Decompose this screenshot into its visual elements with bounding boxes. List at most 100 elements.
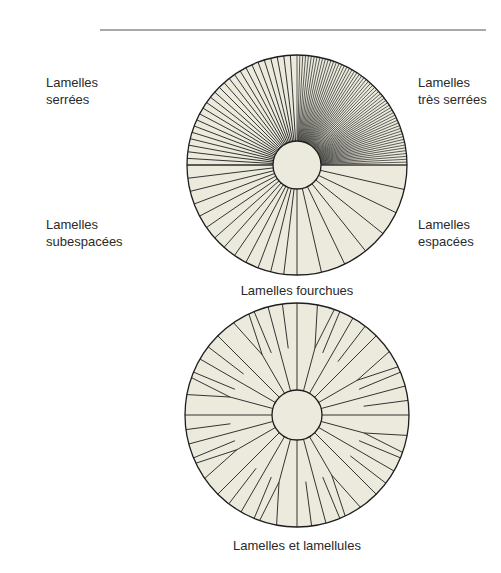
gill-line: [297, 55, 298, 141]
gill-line: [303, 439, 326, 523]
gill-line: [218, 336, 280, 398]
gill-line: [332, 475, 345, 516]
gill-line: [302, 188, 321, 272]
gill-line: [315, 305, 317, 348]
gill-line: [359, 441, 400, 458]
gill-line: [254, 312, 271, 353]
gill-line: [271, 188, 292, 272]
gill-line: [323, 477, 340, 518]
gill-line: [262, 355, 284, 393]
gill-line: [279, 439, 291, 482]
gill-line: [229, 78, 282, 146]
gill-line: [350, 456, 386, 483]
gill-line: [322, 415, 409, 416]
gill-line: [316, 100, 386, 151]
gill-type-label: Lamelles serrées: [46, 74, 128, 108]
forked-gill-cap: [185, 303, 409, 527]
gill-line: [189, 145, 274, 161]
gill-line: [320, 131, 402, 158]
gill-line: [246, 68, 286, 144]
gill-line: [290, 55, 295, 141]
gill-line: [254, 477, 271, 518]
gill-line: [321, 159, 407, 164]
gill-line: [321, 165, 407, 166]
gill-line: [258, 62, 288, 142]
cap-outline: [185, 303, 409, 527]
gill-line: [321, 156, 407, 163]
gill-line: [321, 148, 406, 161]
gill-line: [208, 347, 244, 374]
gill-line: [323, 312, 340, 353]
gill-line: [357, 352, 389, 381]
gill-line: [189, 421, 273, 444]
gill-line: [277, 482, 279, 525]
gill-line: [306, 63, 339, 142]
gill-line: [319, 428, 394, 472]
gill-line: [317, 108, 390, 153]
gill-line: [332, 475, 361, 507]
gill-type-label: Lamelles fourchues: [167, 282, 427, 299]
gill-line: [308, 67, 347, 144]
gill-line: [319, 380, 357, 402]
gill-line: [310, 437, 332, 475]
gill-line: [277, 57, 293, 142]
gill-line: [338, 326, 365, 362]
gill-line: [321, 162, 407, 164]
gill-line: [241, 437, 285, 512]
gill-line: [190, 171, 274, 192]
stipe-circle: [273, 141, 321, 189]
gill-line: [200, 114, 276, 154]
gill-line: [188, 168, 273, 178]
gill-line: [364, 400, 408, 406]
gill-line: [200, 176, 276, 216]
gill-line: [318, 110, 392, 153]
gill-line: [321, 165, 407, 166]
gill-line: [320, 170, 404, 189]
gill-line: [194, 441, 235, 458]
gill-line: [359, 372, 400, 389]
gill-type-label: Lamelles subespacées: [46, 216, 130, 250]
gill-line: [282, 304, 288, 348]
gill-type-label: Lamelles très serrées: [418, 74, 494, 108]
gill-line: [315, 309, 334, 348]
gill-line: [205, 450, 237, 479]
gill-line: [234, 323, 263, 355]
gill-line: [315, 91, 379, 149]
gill-spacing-cap: [187, 55, 407, 275]
gill-type-label: Lamelles et lamellules: [167, 537, 427, 554]
gill-line: [297, 189, 298, 275]
gill-line: [235, 185, 284, 256]
gill-line: [321, 421, 364, 433]
gill-line: [310, 318, 354, 393]
gill-line: [224, 183, 281, 247]
gill-line: [186, 424, 230, 430]
gill-line: [364, 433, 407, 435]
gill-line: [229, 468, 256, 504]
gill-line: [307, 187, 344, 264]
gill-line: [315, 336, 377, 398]
gill-line: [297, 440, 298, 527]
gill-type-label: Lamelles espacées: [418, 216, 494, 250]
gill-line: [237, 428, 275, 450]
cap-outline: [187, 55, 407, 275]
gill-line: [306, 482, 312, 526]
gill-line: [197, 120, 275, 155]
gill-line: [187, 165, 273, 166]
gill-line: [240, 71, 284, 145]
gill-line: [315, 433, 377, 495]
gill-line: [230, 397, 273, 409]
gill-line: [218, 433, 280, 495]
gill-line: [321, 154, 407, 163]
gill-line: [260, 482, 279, 521]
gill-line: [321, 386, 405, 409]
gill-line: [187, 395, 230, 397]
gill-line: [246, 186, 286, 262]
gill-line: [303, 348, 315, 391]
rule-line: [100, 29, 486, 30]
gill-line: [185, 415, 272, 416]
gill-line: [364, 433, 403, 452]
gill-line: [215, 181, 279, 238]
gill-line: [200, 359, 275, 403]
stipe-circle: [272, 390, 322, 440]
gill-line: [191, 378, 230, 397]
